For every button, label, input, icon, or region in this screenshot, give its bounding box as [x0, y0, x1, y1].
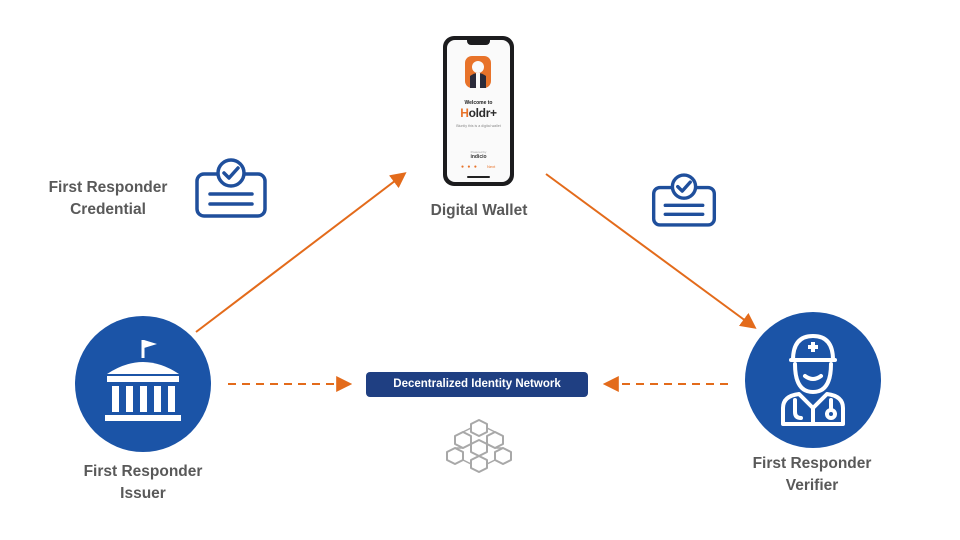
digital-wallet-label: Digital Wallet — [394, 200, 564, 222]
issuer-label-line2: Issuer — [120, 485, 166, 502]
verifier-node — [745, 312, 881, 448]
verifier-label-line1: First Responder — [752, 455, 872, 472]
credential-label-line1: First Responder — [48, 179, 168, 196]
credential-card-icon — [651, 173, 717, 227]
issuer-node — [75, 316, 211, 452]
phone-brand-rest: oldr+ — [468, 106, 497, 120]
phone-screen: Welcome to Holdr+ Bluntly this is a digi… — [447, 40, 510, 182]
verifier-label-line2: Verifier — [785, 477, 839, 494]
credential-label-line2: Credential — [70, 201, 146, 218]
decentralized-network-box: Decentralized Identity Network — [366, 372, 588, 397]
wallet-app-logo-icon — [465, 56, 491, 88]
medic-person-icon — [781, 334, 845, 426]
credential-label: First Responder Credential — [30, 177, 186, 221]
issuer-to-wallet-arrow — [195, 172, 407, 333]
issuer-label-line1: First Responder — [83, 463, 203, 480]
credential-card-icon — [195, 158, 267, 218]
digital-wallet-phone: Welcome to Holdr+ Bluntly this is a digi… — [443, 36, 514, 186]
phone-brand: Holdr+ — [447, 106, 510, 120]
verifier-label: First Responder Verifier — [732, 453, 892, 497]
phone-notch — [467, 40, 490, 45]
blockchain-network-icon — [446, 419, 512, 473]
government-building-icon — [105, 340, 181, 421]
phone-next-button[interactable]: Next — [487, 164, 496, 169]
issuer-label: First Responder Issuer — [63, 461, 223, 505]
wallet-to-verifier-arrow — [545, 173, 757, 329]
phone-powered-by: Powered by — [470, 150, 487, 154]
phone-tagline: Bluntly this is a digital wallet — [456, 124, 501, 128]
phone-pager-dots[interactable]: ● ● ● — [461, 164, 478, 170]
phone-provider: indicio — [470, 154, 487, 160]
digital-wallet-label-text: Digital Wallet — [430, 202, 528, 219]
phone-home-indicator — [467, 176, 490, 178]
phone-brand-initial: H — [460, 106, 469, 120]
phone-welcome-text: Welcome to — [464, 100, 493, 106]
